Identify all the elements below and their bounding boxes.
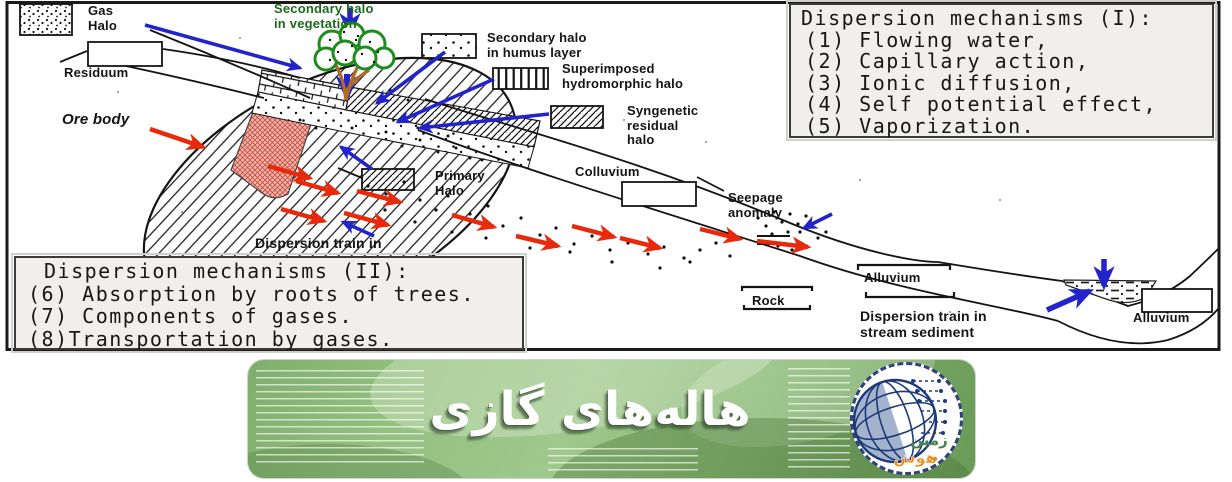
globe-icon — [853, 378, 938, 464]
mechanisms-2-title: Dispersion mechanisms (II): — [44, 259, 410, 283]
label-residuum: Residuum — [64, 65, 129, 80]
hydromorphic-halo-swatch — [492, 67, 549, 90]
globe-logo-graphic: زمین هوش — [853, 378, 948, 467]
circuit-nodes — [911, 379, 947, 435]
humus-halo-swatch — [421, 33, 477, 59]
halo-layer-bands — [251, 69, 541, 169]
banner-speed-lines-left — [256, 370, 424, 466]
label-primary-halo: Primary Halo — [435, 168, 485, 198]
title-banner: هاله‌های گازی — [248, 360, 975, 478]
alluvium-swatch — [1141, 288, 1213, 313]
label-alluvium-mid: Alluvium — [864, 270, 921, 285]
label-dispersion-train: Dispersion train in — [255, 235, 382, 251]
geo-intelligence-logo: زمین هوش — [850, 362, 963, 475]
mechanism-item: (7) Components of gases. — [28, 304, 353, 328]
dispersion-mechanisms-box-1: Dispersion mechanisms (I): (1) Flowing w… — [786, 0, 1217, 141]
label-colluvium: Colluvium — [575, 164, 640, 179]
mechanisms-1-title: Dispersion mechanisms (I): — [801, 6, 1154, 30]
syngenetic-halo-swatch — [550, 105, 604, 129]
label-superimposed-hydromorphic-halo: Superimposed hydromorphic halo — [562, 61, 684, 91]
label-secondary-halo-vegetation: Secondary halo in vegetation — [274, 1, 374, 31]
banner-title-persian: هاله‌های گازی — [429, 382, 751, 437]
logo-orange-dot — [932, 456, 938, 462]
colluvium-swatch — [621, 181, 697, 207]
banner-speed-lines-right — [788, 368, 850, 470]
tree-icon — [313, 21, 396, 101]
mechanism-item: (4) Self potential effect, — [805, 92, 1158, 116]
label-brackets — [740, 263, 956, 311]
logo-word-zamin: زمین — [910, 431, 948, 449]
red-dispersion-arrows — [149, 126, 812, 254]
label-syngenetic-residual-halo: Syngenetic residual halo — [627, 103, 699, 148]
mechanism-item: (1) Flowing water, — [805, 27, 1049, 52]
mechanism-item: (8)Transportation by gases. — [28, 326, 394, 351]
banner-speed-lines-center — [548, 448, 698, 472]
dispersion-mechanisms-box-2: Dispersion mechanisms (II): (6) Absorpti… — [11, 253, 527, 353]
legend-swatches — [19, 3, 1213, 313]
mechanism-item: (3) Ionic diffusion, — [805, 70, 1076, 95]
mechanism-item: (6) Absorption by roots of trees. — [28, 281, 475, 306]
ore-body-pointer-arrow — [149, 126, 207, 151]
label-ore-body: Ore body — [62, 111, 130, 128]
gas-halo-swatch — [19, 3, 73, 36]
paper-noise-dots — [117, 37, 1001, 313]
mechanism-item: (5) Vaporization. — [805, 113, 1036, 138]
label-alluvium-right: Alluvium — [1133, 310, 1190, 325]
label-dispersion-train-stream: Dispersion train in stream sediment — [860, 308, 987, 340]
label-seepage-anomaly: Seepage anomaly — [728, 190, 783, 220]
circuit-traces-icon — [913, 380, 945, 434]
label-gas-halo: Gas Halo — [88, 3, 117, 33]
primary-halo-swatch — [361, 168, 415, 191]
terrain-lines — [59, 29, 1219, 345]
mechanism-item: (2) Capillary action, — [805, 49, 1090, 73]
label-secondary-halo-humus: Secondary halo in humus layer — [487, 30, 587, 60]
logo-word-hoosh: هوش — [893, 448, 936, 467]
ore-body-shape — [230, 111, 313, 199]
label-rock: Rock — [752, 293, 785, 308]
residuum-swatch — [87, 41, 163, 67]
